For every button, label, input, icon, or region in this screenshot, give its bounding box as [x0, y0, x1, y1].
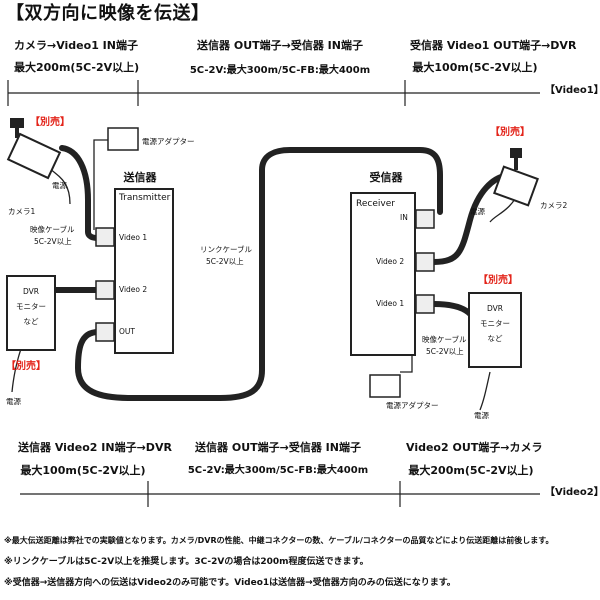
left-adapter-label: 電源アダプター [142, 137, 195, 146]
top-segment-2-line2: 5C-2V:最大300m/5C-FB:最大400m [189, 65, 371, 76]
transmitter-port-video2: Video 2 [119, 285, 148, 294]
right-dvr-line1: DVR [487, 304, 503, 313]
left-power-wires [11, 139, 108, 393]
bottom-dimension-line [20, 481, 540, 507]
transmitter-title: 送信器 [123, 171, 157, 184]
right-dvr-line2: モニター [480, 319, 510, 328]
link-cable-line2: 5C-2V以上 [206, 257, 244, 266]
note-3: ※受信器→送信器方向への伝送はVideo2のみ可能です。Video1は送信器→受… [4, 578, 456, 588]
right-power-label-2: 電源 [474, 411, 489, 420]
left-sold-separately-2: 【別売】 [6, 361, 46, 372]
receiver-port-video2: Video 2 [376, 257, 405, 266]
left-adapter-icon [107, 127, 139, 151]
note-2: ※リンクケーブルは5C-2V以上を推奨します。3C-2Vの場合は200m程度伝送… [4, 557, 369, 567]
video2-tag: 【Video2】 [545, 487, 600, 498]
camera2-label: カメラ2 [540, 201, 568, 210]
receiver-box [350, 192, 416, 356]
transmitter-name: Transmitter [119, 193, 171, 203]
camera1-icon [6, 118, 62, 180]
left-dvr-box [6, 275, 56, 351]
bottom-segment-2-line2: 5C-2V:最大300m/5C-FB:最大400m [187, 465, 369, 476]
transmitter-box [114, 188, 174, 354]
left-power-label-2: 電源 [6, 397, 21, 406]
right-sold-separately-1: 【別売】 [490, 127, 530, 138]
note-1: ※最大伝送距離は弊社での実験値となります。カメラ/DVRの性能、中継コネクターの… [4, 536, 554, 545]
receiver-title: 受信器 [369, 171, 403, 184]
top-segment-2-line1: 送信器 OUT端子→受信器 IN端子 [197, 39, 363, 52]
right-adapter-icon [369, 374, 401, 398]
bottom-segment-2-line1: 送信器 OUT端子→受信器 IN端子 [195, 441, 361, 454]
left-video-cable-line1: 映像ケーブル [30, 225, 75, 234]
bottom-segment-3-line2: 最大200m(5C-2V以上) [408, 464, 534, 477]
right-dvr-line3: など [487, 334, 503, 343]
video1-tag: 【Video1】 [545, 85, 600, 96]
top-segment-3-line1: 受信器 Video1 OUT端子→DVR [410, 39, 577, 52]
transmitter-port-out: OUT [119, 327, 135, 336]
top-segment-1-line2: 最大200m(5C-2V以上) [14, 61, 140, 74]
left-dvr-line3: など [23, 317, 39, 326]
right-video-cable-line1: 映像ケーブル [422, 335, 467, 344]
right-dvr-box [468, 292, 522, 368]
top-segment-1-line1: カメラ→Video1 IN端子 [14, 39, 138, 52]
receiver-connectors [415, 209, 435, 314]
top-segment-3-line2: 最大100m(5C-2V以上) [412, 61, 538, 74]
right-adapter-label: 電源アダプター [386, 401, 439, 410]
camera1-video-cable [59, 145, 101, 241]
left-dvr-line2: モニター [16, 302, 46, 311]
left-dvr-line1: DVR [23, 287, 39, 296]
transmitter-connectors [95, 227, 115, 342]
left-video-cable-line2: 5C-2V以上 [34, 237, 72, 246]
link-cable [74, 147, 443, 401]
right-video-cable-line2: 5C-2V以上 [426, 347, 464, 356]
camera1-label: カメラ1 [8, 207, 36, 216]
link-cable-line1: リンクケーブル [200, 245, 253, 254]
left-power-label-1: 電源 [52, 181, 67, 190]
bottom-segment-1-line1: 送信器 Video2 IN端子→DVR [18, 441, 172, 454]
bottom-segment-3-line1: Video2 OUT端子→カメラ [406, 441, 543, 454]
transmitter-port-video1: Video 1 [119, 233, 148, 242]
camera2-icon [493, 148, 539, 207]
bottom-segment-1-line2: 最大100m(5C-2V以上) [20, 464, 146, 477]
diagram-title: 【双方向に映像を伝送】 [6, 3, 210, 24]
right-power-label-1: 電源 [470, 207, 485, 216]
right-sold-separately-2: 【別売】 [478, 275, 518, 286]
camera2-video-cable [431, 173, 508, 265]
left-sold-separately-1: 【別売】 [30, 117, 70, 128]
top-dimension-line [7, 80, 540, 106]
receiver-port-in: IN [400, 213, 408, 222]
receiver-port-video1: Video 1 [376, 299, 405, 308]
receiver-name: Receiver [356, 199, 395, 209]
